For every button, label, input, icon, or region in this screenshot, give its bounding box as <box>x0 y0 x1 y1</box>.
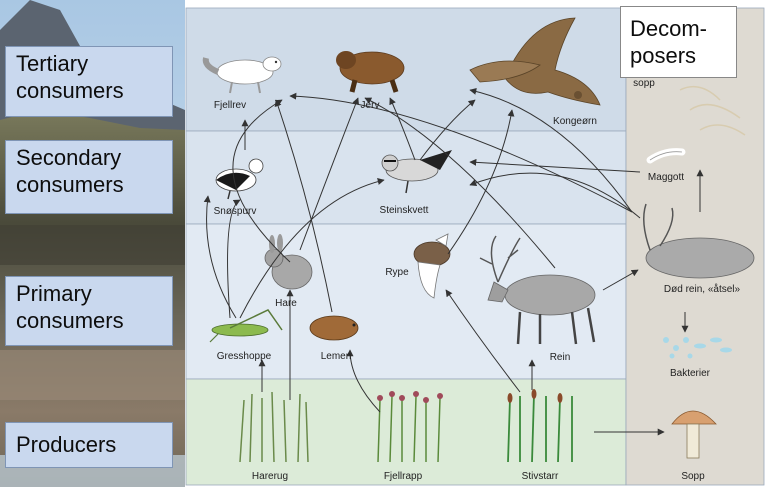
tertiary-consumers-label: Tertiary consumers <box>5 46 173 117</box>
maggott-illustration <box>646 148 686 164</box>
snospurv-illustration <box>215 158 264 200</box>
hare-illustration <box>264 234 313 290</box>
primary-consumers-label: Primary consumers <box>5 276 173 346</box>
label-steinskvett: Steinskvett <box>380 205 429 216</box>
secondary-consumers-label: Secondary consumers <box>5 140 173 214</box>
label-gresshoppe: Gresshoppe <box>217 351 272 362</box>
stivstarr-illustration <box>507 389 573 463</box>
label-bakterier: Bakterier <box>670 368 711 379</box>
sopp-illustration <box>671 410 717 459</box>
harerug-illustration <box>239 391 309 463</box>
decomposers-label: Decom- posers <box>620 6 737 78</box>
label-harerug: Harerug <box>252 471 288 482</box>
steinskvett-illustration <box>381 150 452 194</box>
label-fjellrev: Fjellrev <box>214 100 246 111</box>
label-maggott: Maggott <box>648 172 684 183</box>
fjellrev-illustration <box>202 56 282 94</box>
kongeorn-illustration <box>469 17 601 106</box>
decomposers-label-line2: posers <box>630 43 697 68</box>
decomposers-label-line1: Decom- <box>630 16 708 41</box>
label-fjellrapp: Fjellrapp <box>384 471 423 482</box>
label-hare: Hare <box>275 298 297 309</box>
label-stivstarr: Stivstarr <box>522 471 559 482</box>
dod-rein-illustration <box>643 203 755 279</box>
label-rein: Rein <box>550 352 571 363</box>
rein-illustration <box>479 235 596 345</box>
label-sopp-top: sopp <box>633 78 655 89</box>
band-producers <box>185 378 627 486</box>
label-jerv: Jerv <box>361 100 380 111</box>
label-rype: Rype <box>385 267 409 278</box>
producers-label: Producers <box>5 422 173 468</box>
sopp-top-illustration <box>679 85 746 136</box>
label-snospurv: Snøspurv <box>214 206 257 217</box>
label-kongeorn: Kongeørn <box>553 116 597 127</box>
label-sopp: Sopp <box>681 471 705 482</box>
label-dod-rein: Død rein, «åtsel» <box>664 283 741 295</box>
rype-illustration <box>413 233 451 299</box>
fjellrapp-illustration <box>377 391 443 463</box>
jerv-illustration <box>336 51 405 93</box>
feeding-arrows <box>203 87 704 436</box>
gresshoppe-illustration <box>209 309 283 343</box>
label-lemen: Lemen <box>321 351 352 362</box>
lemen-illustration <box>309 315 359 341</box>
bakterier-illustration <box>663 337 732 359</box>
